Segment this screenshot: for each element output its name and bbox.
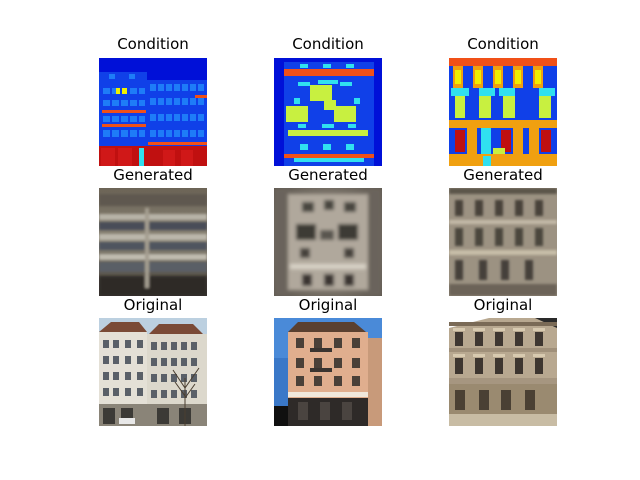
panel-title-condition-3: Condition — [467, 35, 539, 53]
panel-title-original-1: Original — [123, 296, 183, 314]
original-photo-1 — [99, 318, 207, 426]
original-photo-2 — [274, 318, 382, 426]
panel-title-generated-1: Generated — [113, 166, 193, 184]
panel-title-condition-2: Condition — [292, 35, 364, 53]
condition-map-2 — [274, 58, 382, 166]
condition-map-1 — [99, 58, 207, 166]
generated-image-2 — [274, 188, 382, 296]
panel-title-condition-1: Condition — [117, 35, 189, 53]
original-photo-3 — [449, 318, 557, 426]
panel-title-generated-3: Generated — [463, 166, 543, 184]
panel-title-original-2: Original — [298, 296, 358, 314]
panel-title-original-3: Original — [473, 296, 533, 314]
condition-map-3 — [449, 58, 557, 166]
generated-image-3 — [449, 188, 557, 296]
generated-image-1 — [99, 188, 207, 296]
panel-title-generated-2: Generated — [288, 166, 368, 184]
